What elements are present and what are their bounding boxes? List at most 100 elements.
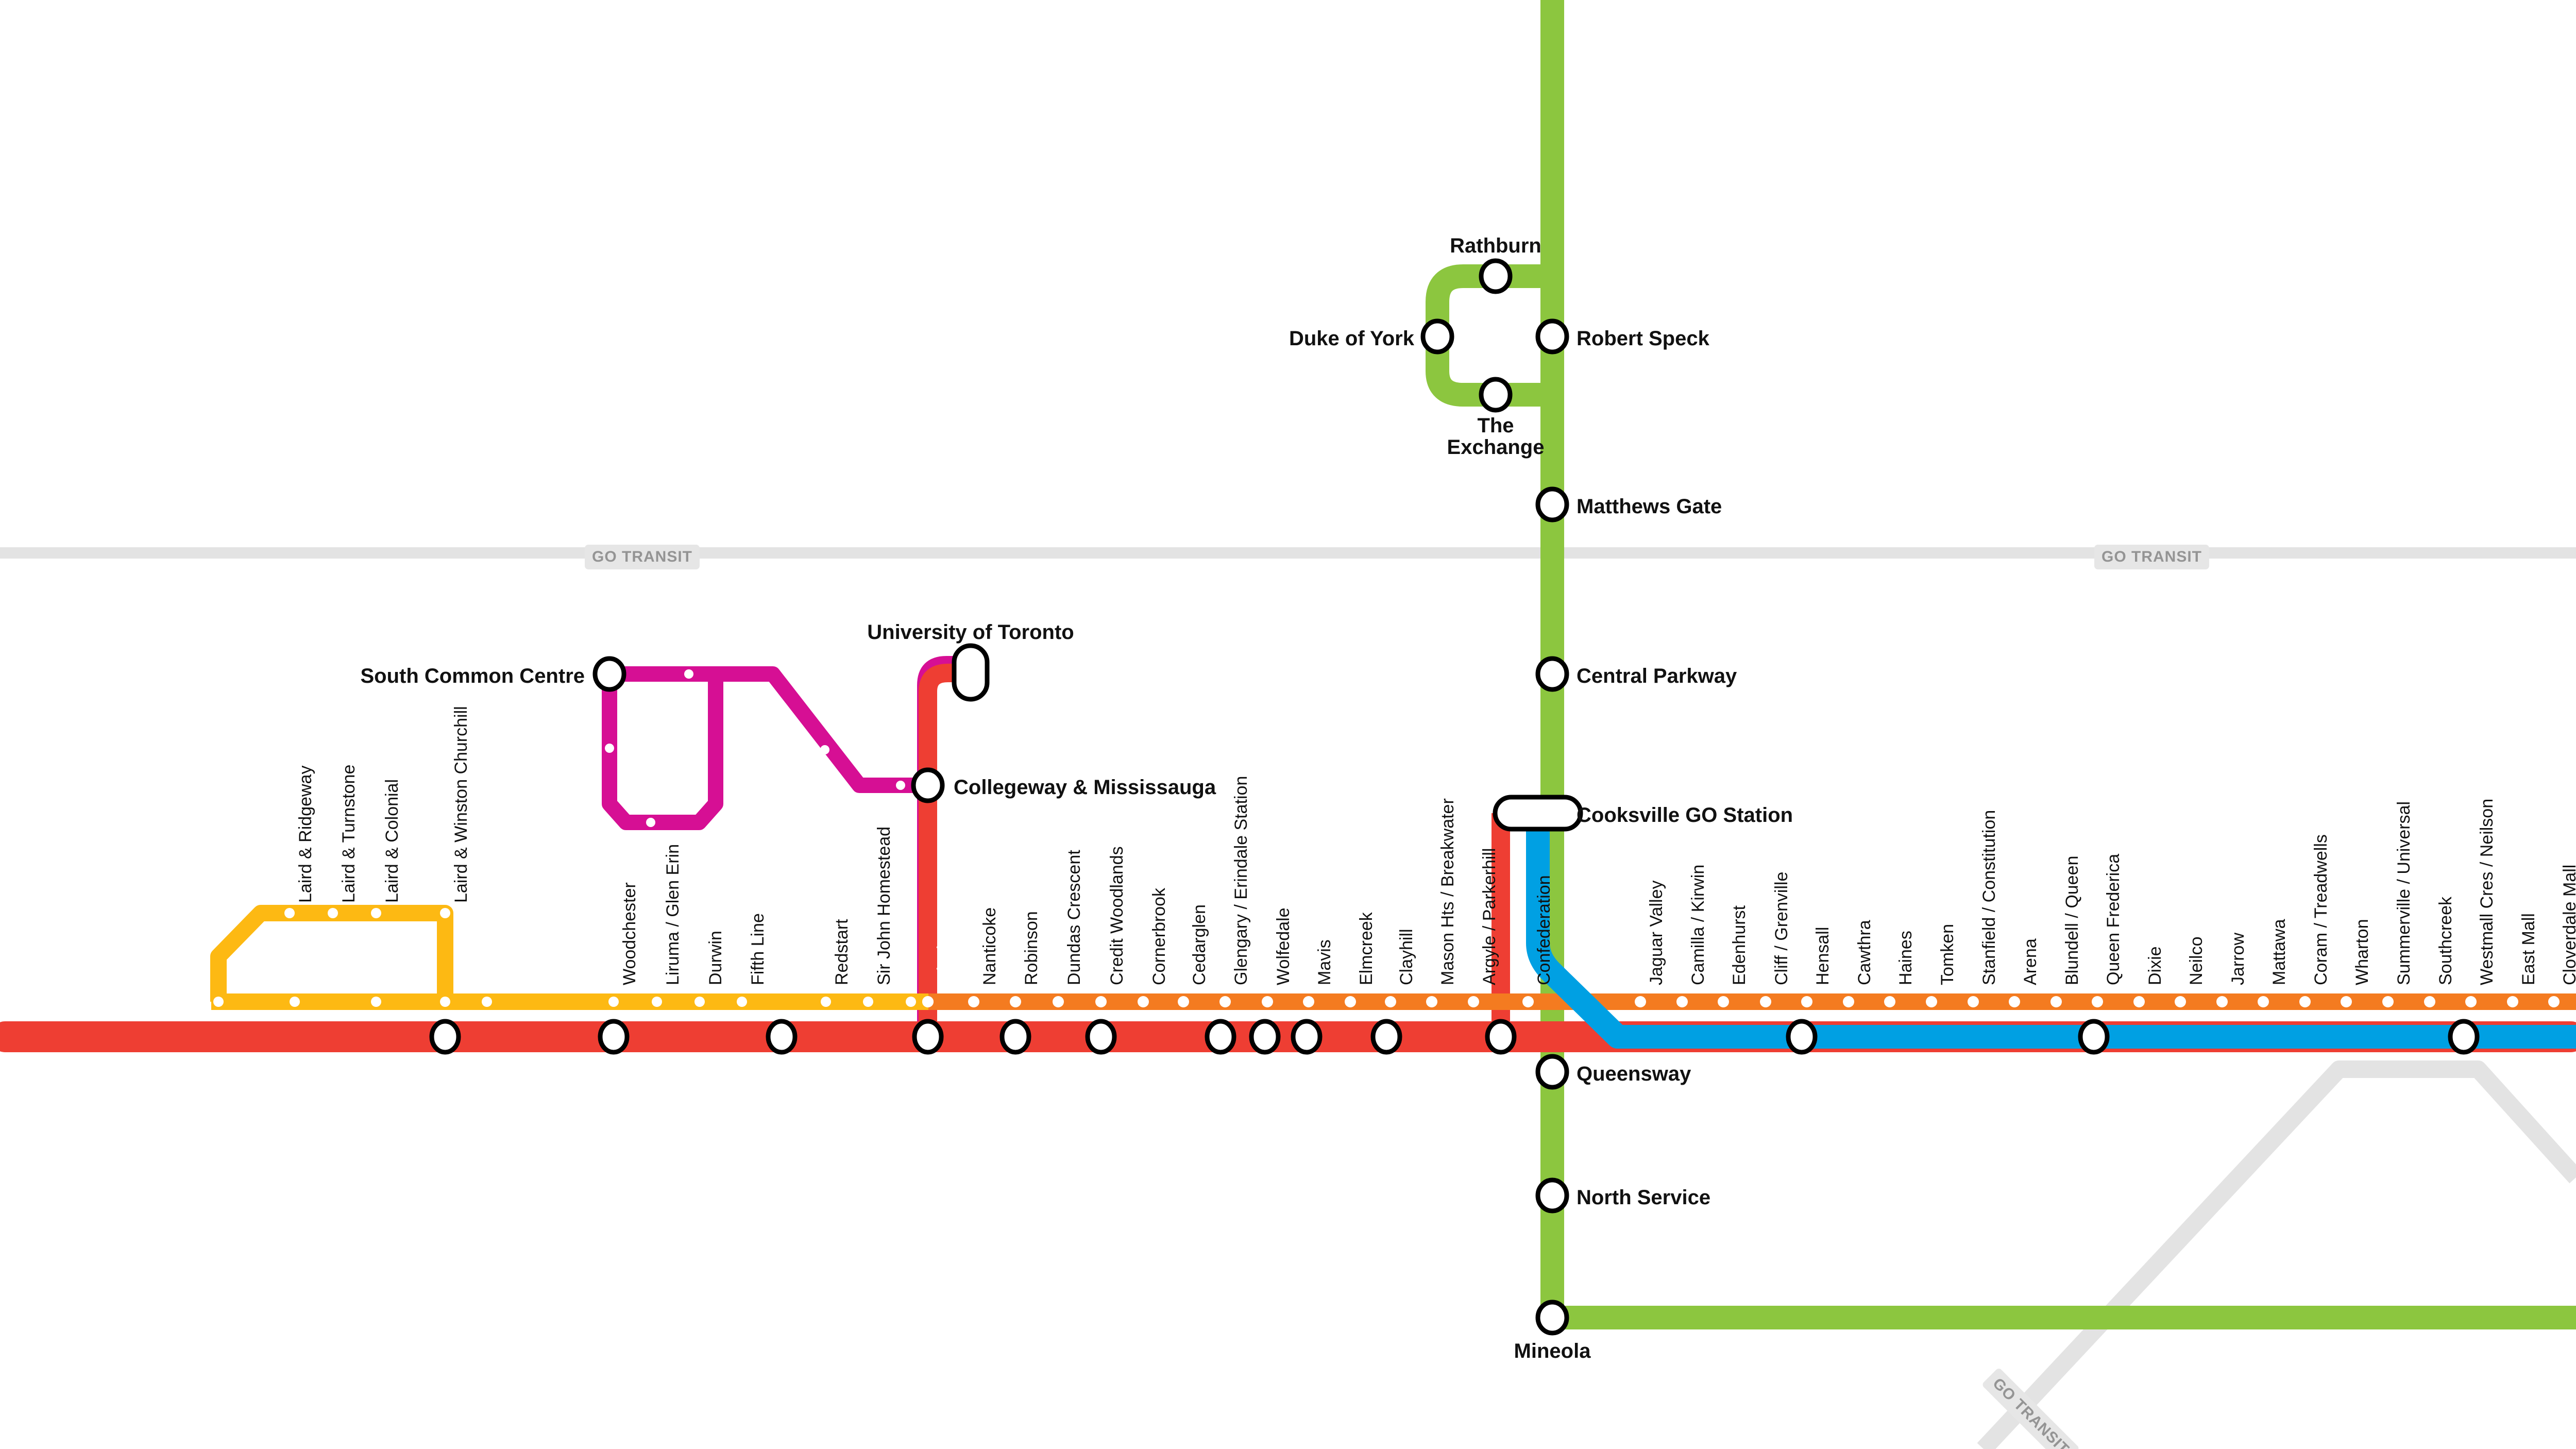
- orange-station-dot[interactable]: [1926, 996, 1937, 1007]
- station-marker-north-service[interactable]: [1535, 1177, 1569, 1214]
- orange-station-dot[interactable]: [2424, 996, 2435, 1007]
- go-badge-east: GO TRANSIT: [2094, 545, 2209, 569]
- station-label-vertical: Mississauga: [934, 888, 954, 985]
- orange-station-dot[interactable]: [1522, 996, 1534, 1007]
- orange-station-dot[interactable]: [2341, 996, 2352, 1007]
- orange-station-dot[interactable]: [1676, 996, 1688, 1007]
- red-station-marker[interactable]: [1205, 1019, 1236, 1055]
- station-label-vertical: Tomken: [1938, 923, 1957, 985]
- station-label-rathburn: Rathburn: [1450, 234, 1541, 257]
- orange-station-dot[interactable]: [1426, 996, 1437, 1007]
- blue-station-marker[interactable]: [2078, 1019, 2110, 1055]
- station-marker-central-parkway[interactable]: [1535, 656, 1569, 692]
- orange-station-dot[interactable]: [1468, 996, 1479, 1007]
- orange-station-dot[interactable]: [1345, 996, 1356, 1007]
- orange-station-dot[interactable]: [1095, 996, 1107, 1007]
- orange-station-dot[interactable]: [2258, 996, 2269, 1007]
- red-station-marker[interactable]: [1485, 1019, 1517, 1055]
- station-label-vertical: Jarrow: [2228, 932, 2248, 985]
- station-label-vertical: Cedarglen: [1190, 904, 1209, 985]
- station-label-vertical: Fifth Line: [748, 913, 768, 985]
- station-label-vertical: Camilla / Kirwin: [1688, 864, 1708, 985]
- orange-station-dot[interactable]: [1385, 996, 1396, 1007]
- yellow-station-dots: [213, 908, 916, 1007]
- orange-station-dot[interactable]: [2050, 996, 2062, 1007]
- red-station-marker[interactable]: [766, 1019, 798, 1055]
- red-station-marker[interactable]: [1291, 1019, 1323, 1055]
- orange-station-dot[interactable]: [2465, 996, 2477, 1007]
- orange-station-dot[interactable]: [1010, 996, 1021, 1007]
- red-station-marker[interactable]: [598, 1019, 630, 1055]
- station-label-vertical: East Mall: [2519, 913, 2538, 985]
- orange-station-dot[interactable]: [2009, 996, 2020, 1007]
- orange-station-dot[interactable]: [2548, 996, 2560, 1007]
- orange-station-dot[interactable]: [2092, 996, 2103, 1007]
- station-label-vertical: Laird & Ridgeway: [296, 765, 315, 903]
- station-label-vertical: Robinson: [1022, 911, 1041, 985]
- orange-station-dot[interactable]: [1718, 996, 1729, 1007]
- station-marker-cooksville-go[interactable]: [1493, 795, 1583, 832]
- line-yellow: [210, 905, 928, 1010]
- red-station-marker[interactable]: [429, 1019, 461, 1055]
- station-label-duke-of-york: Duke of York: [1289, 327, 1414, 350]
- orange-station-dot[interactable]: [1178, 996, 1189, 1007]
- orange-station-dot[interactable]: [1053, 996, 1064, 1007]
- orange-station-dot[interactable]: [1138, 996, 1149, 1007]
- station-label-central-parkway: Central Parkway: [1577, 665, 1737, 687]
- station-label-vertical: Cornerbrook: [1149, 888, 1169, 985]
- station-marker-the-exchange[interactable]: [1479, 377, 1513, 413]
- orange-station-dot[interactable]: [1262, 996, 1273, 1007]
- station-marker-rathburn[interactable]: [1479, 258, 1513, 294]
- station-marker-university-of-toronto[interactable]: [952, 643, 990, 702]
- station-label-vertical: Jaguar Valley: [1647, 880, 1666, 986]
- orange-station-dot[interactable]: [2299, 996, 2311, 1007]
- station-label-vertical: Glengary / Erindale Station: [1231, 776, 1251, 985]
- station-label-vertical: Durwin: [706, 931, 725, 985]
- orange-station-dot[interactable]: [1635, 996, 1646, 1007]
- station-label-vertical: Mason Hts / Breakwater: [1438, 798, 1458, 985]
- station-label-vertical: Confederation: [1534, 875, 1554, 985]
- red-station-marker[interactable]: [1370, 1019, 1402, 1055]
- station-marker-robert-speck[interactable]: [1535, 318, 1569, 355]
- red-station-marker[interactable]: [1249, 1019, 1281, 1055]
- station-marker-collegeway[interactable]: [911, 767, 945, 803]
- station-marker-south-common[interactable]: [592, 656, 626, 692]
- orange-station-dot[interactable]: [2507, 996, 2518, 1007]
- station-label-cooksville-go: Cooksville GO Station: [1577, 804, 1793, 827]
- station-label-matthews-gate: Matthews Gate: [1577, 495, 1722, 518]
- orange-station-dot[interactable]: [1884, 996, 1895, 1007]
- station-label-vertical: Laird & Colonial: [382, 779, 402, 903]
- station-label-vertical: Wolfedale: [1274, 907, 1293, 985]
- orange-station-dot[interactable]: [1801, 996, 1812, 1007]
- red-station-marker[interactable]: [999, 1019, 1031, 1055]
- orange-station-dot[interactable]: [2175, 996, 2186, 1007]
- orange-station-dot[interactable]: [1968, 996, 1979, 1007]
- red-station-marker[interactable]: [912, 1019, 944, 1055]
- station-label-vertical: Blundell / Queen: [2062, 855, 2082, 985]
- station-marker-matthews-gate[interactable]: [1535, 486, 1569, 523]
- orange-station-dot[interactable]: [1219, 996, 1231, 1007]
- station-label-vertical: Cliff / Grenville: [1772, 871, 1791, 985]
- orange-station-dot[interactable]: [1303, 996, 1314, 1007]
- station-label-vertical: Westmall Cres / Neilson: [2477, 798, 2497, 985]
- blue-station-marker[interactable]: [2448, 1019, 2480, 1055]
- orange-station-dot[interactable]: [2133, 996, 2145, 1007]
- orange-station-dot[interactable]: [1843, 996, 1854, 1007]
- station-label-vertical: Queen Frederica: [2104, 853, 2123, 985]
- station-label-vertical: Wharton: [2352, 919, 2372, 986]
- orange-station-dot[interactable]: [2382, 996, 2394, 1007]
- major-station-markers: [429, 258, 2480, 1336]
- orange-station-dot[interactable]: [1760, 996, 1771, 1007]
- red-station-marker[interactable]: [1085, 1019, 1117, 1055]
- station-label-vertical: Woodchester: [620, 882, 639, 985]
- station-marker-mineola[interactable]: [1535, 1300, 1569, 1336]
- blue-station-marker[interactable]: [1786, 1019, 1818, 1055]
- station-marker-queensway[interactable]: [1535, 1054, 1569, 1090]
- orange-station-dot[interactable]: [968, 996, 979, 1007]
- station-label-vertical: Arena: [2021, 938, 2040, 985]
- orange-station-dot[interactable]: [2216, 996, 2228, 1007]
- station-marker-duke-of-york[interactable]: [1420, 318, 1454, 355]
